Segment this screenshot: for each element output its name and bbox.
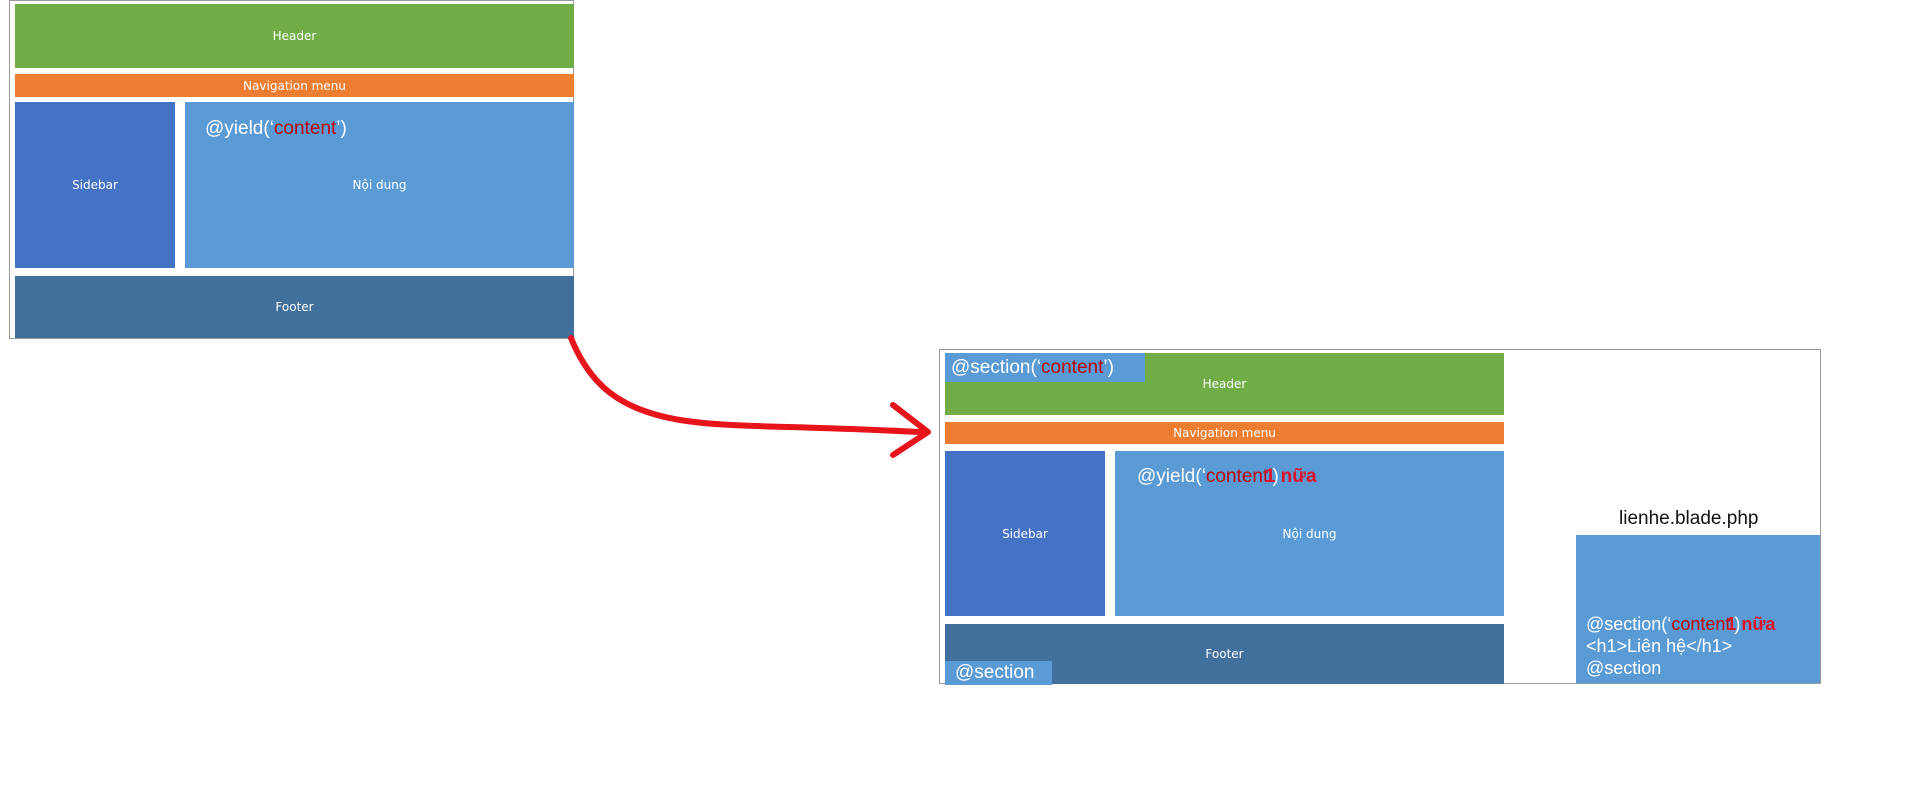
left-content-label: Nội dung: [352, 178, 407, 192]
right-section-open-tag: @section(‘content’): [945, 353, 1145, 382]
right-footer-label: Footer: [1205, 647, 1244, 661]
right-section-close-label: @section: [955, 662, 1035, 683]
right-section-open-prefix: @section(‘: [951, 357, 1042, 378]
left-yield-suffix: ’): [336, 118, 347, 139]
red-arrow: [568, 335, 923, 435]
left-yield-prefix: @yield(‘: [205, 118, 274, 139]
child-filename: lienhe.blade.php: [1619, 508, 1758, 530]
right-yield-prefix: @yield(‘: [1137, 466, 1206, 487]
right-nav-block: Navigation menu: [945, 422, 1504, 444]
left-footer-block: Footer: [15, 276, 574, 338]
right-section-open-suffix: ’): [1103, 357, 1114, 378]
right-sidebar-block: Sidebar: [945, 451, 1105, 616]
left-nav-label: Navigation menu: [243, 78, 346, 93]
left-yield-name: content: [273, 118, 337, 139]
right-yield-name: content: [1205, 466, 1269, 487]
left-header-block: Header: [15, 4, 574, 68]
right-yield-extra: 1 nữa: [1264, 466, 1317, 487]
right-nav-label: Navigation menu: [1173, 426, 1276, 440]
left-yield-directive: @yield(‘content’): [205, 118, 347, 140]
right-content-block: Nội dung: [1115, 451, 1504, 616]
left-sidebar-label: Sidebar: [72, 178, 118, 192]
left-header-label: Header: [272, 29, 317, 43]
child-code-line-1: @section(‘content’)1 nữa: [1586, 613, 1820, 635]
child-line1-extra: 1 nữa: [1726, 614, 1776, 634]
child-line1-suffix: ’): [1730, 614, 1741, 634]
left-nav-block: Navigation menu: [15, 74, 574, 97]
red-arrow-head: [890, 402, 931, 458]
right-header-label: Header: [1202, 377, 1247, 391]
right-yield-suffix: ’): [1268, 466, 1279, 487]
right-section-close-tag: @section: [945, 661, 1052, 685]
right-section-open-name: content: [1041, 357, 1104, 378]
child-code-line-2: <h1>Liên hệ</h1>: [1586, 636, 1733, 656]
left-sidebar-block: Sidebar: [15, 102, 175, 268]
left-content-block: Nội dung: [185, 102, 574, 268]
left-footer-label: Footer: [275, 300, 314, 314]
right-content-label: Nội dung: [1282, 526, 1337, 541]
child-line1-prefix: @section(‘: [1586, 614, 1672, 634]
child-filename-text: lienhe.blade.php: [1619, 508, 1759, 529]
child-line1-name: content: [1671, 614, 1731, 634]
child-code-line-3: @section: [1586, 658, 1662, 678]
right-yield-directive: @yield(‘content’)1 nữa: [1137, 466, 1317, 488]
child-code-block: @section(‘content’)1 nữa <h1>Liên hệ</h1…: [1576, 535, 1820, 683]
right-sidebar-label: Sidebar: [1002, 526, 1048, 541]
